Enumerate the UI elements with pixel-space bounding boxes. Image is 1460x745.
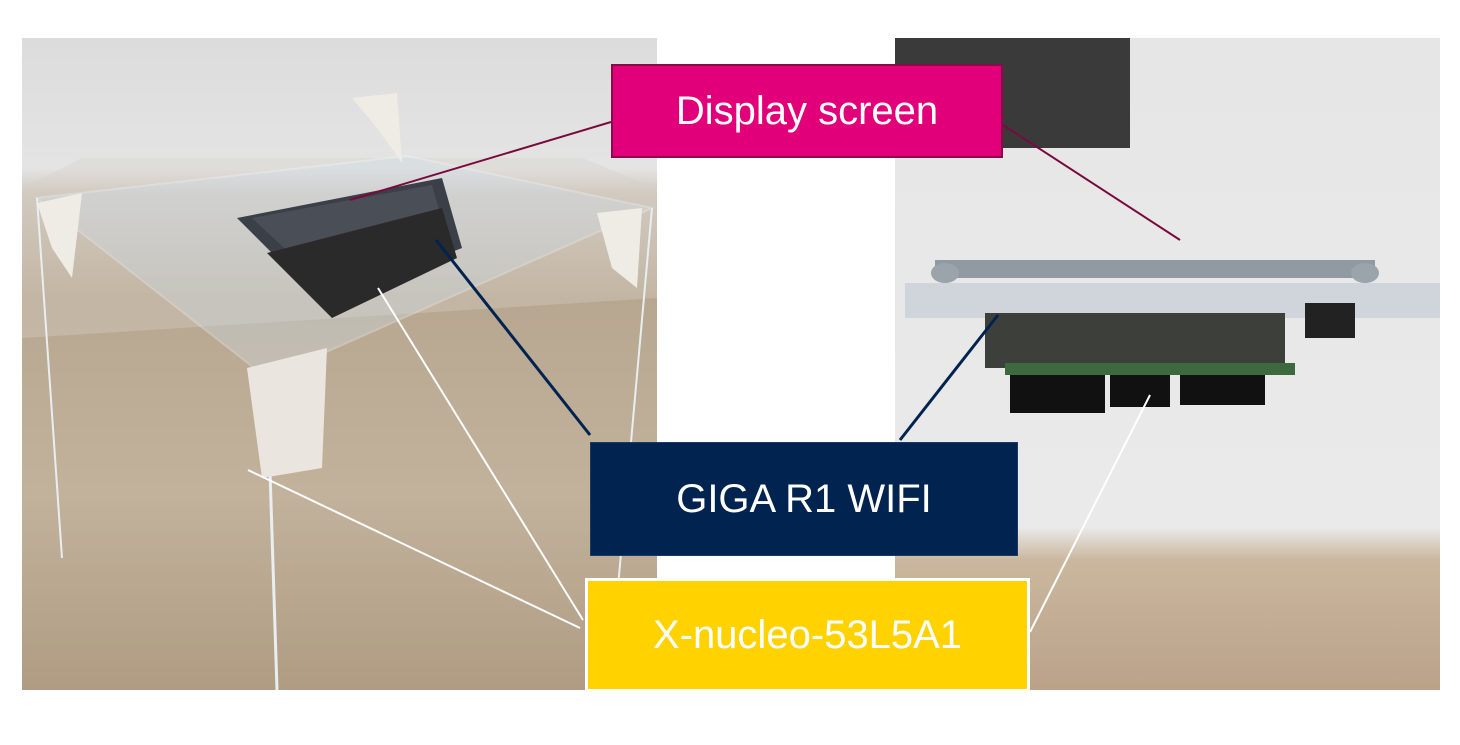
label-x-nucleo: X-nucleo-53L5A1 [585,578,1030,692]
label-display-screen-text: Display screen [675,88,939,133]
leader-line-nucleo-left-1 [377,287,584,621]
leader-line-display-right [1002,124,1181,241]
leader-line-nucleo-left-2 [247,469,581,629]
label-display-screen: Display screen [611,64,1003,158]
label-x-nucleo-text: X-nucleo-53L5A1 [652,612,963,657]
leader-line-giga-right [898,314,1000,441]
enclosure-illustration [22,93,657,690]
leader-line-giga-left [434,239,592,436]
photo-enclosure-top-view [22,38,657,690]
label-giga-r1-wifi-text: GIGA R1 WIFI [676,476,932,521]
leader-line-display-left [349,121,612,201]
label-giga-r1-wifi: GIGA R1 WIFI [590,442,1018,556]
leader-line-nucleo-right [1029,394,1151,633]
